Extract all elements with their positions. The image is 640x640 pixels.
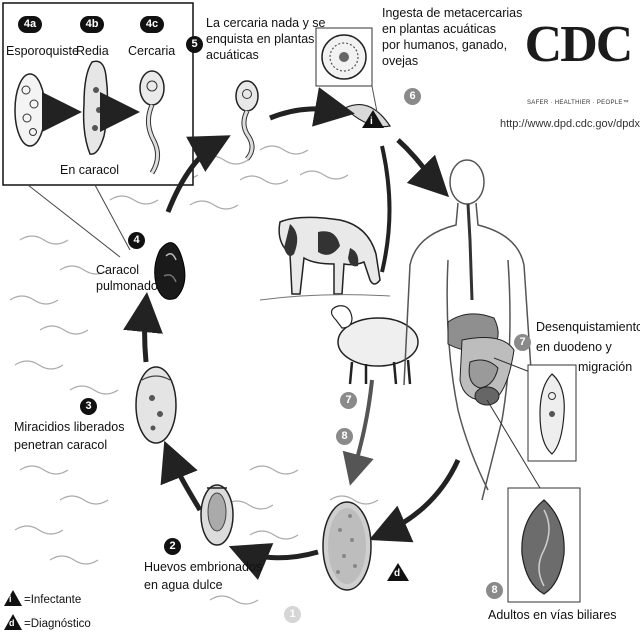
arrow-human-to-egg (368, 458, 461, 543)
step-7-human-marker: 7 (514, 334, 531, 351)
pointer-line (493, 357, 531, 373)
step-8-human-marker: 8 (486, 582, 503, 599)
step-4-marker: 4 (128, 232, 145, 249)
arrow-cercaria-to-plant (269, 87, 355, 127)
step-6-label-line1: Ingesta de metacercarias (382, 6, 523, 20)
step-6-label-line3: por humanos, ganado, (382, 38, 508, 52)
human-figure (403, 159, 533, 501)
step-6-marker: 6 (404, 88, 421, 105)
step-4a-marker: 4a (18, 16, 42, 33)
excysted-metacercaria-figure (527, 364, 577, 462)
sporocyst-figure (14, 73, 46, 147)
sheep-figure (330, 305, 419, 385)
embryonated-egg-figure (200, 484, 234, 546)
step-5-label-line2: enquista en plantas (206, 32, 315, 46)
step-7-animal-marker: 7 (340, 392, 357, 409)
sporocyst-label: Esporoquiste (6, 44, 79, 58)
step-7-label-line1: Desenquistamiento (536, 320, 640, 334)
step-3-label-line1: Miracidios liberados (14, 420, 125, 434)
redia-label: Redia (76, 44, 109, 58)
step-3-label-line2: penetran caracol (14, 438, 108, 452)
legend-diagnostic-symbol: d (9, 618, 15, 628)
legend-infective-label: =Infectante (24, 594, 82, 606)
step-8-animal-marker: 8 (336, 428, 353, 445)
step-8-label: Adultos en vías biliares (488, 608, 617, 622)
step-2-label-line2: en agua dulce (144, 578, 223, 592)
legend-diagnostic-label: =Diagnóstico (24, 618, 91, 630)
source-url: http://www.dpd.cdc.gov/dpdx (500, 118, 640, 130)
unembryonated-egg-figure (322, 501, 372, 591)
metacercaria-figure (315, 27, 373, 87)
arrow-embryonated-to-miracidium (160, 440, 203, 512)
cercaria-label: Cercaria (128, 44, 176, 58)
cdc-logo: CDC SAFER · HEALTHIER · PEOPLE™ (518, 12, 638, 110)
adult-fluke-figure (507, 487, 581, 603)
swimming-cercaria-figure (235, 80, 259, 161)
step-6-label-line2: en plantas acuáticas (382, 22, 496, 36)
snail-figure (154, 242, 186, 300)
arrow-miracidium-to-snail (123, 292, 163, 363)
inset-caption: En caracol (60, 163, 120, 177)
cdc-logo-text: CDC (524, 16, 634, 73)
infective-stage-marker (362, 110, 384, 128)
step-6-label-line4: ovejas (382, 54, 419, 68)
inset-pointer-line (94, 184, 131, 251)
inset-pointer-line (27, 184, 121, 258)
legend-infective-symbol: i (9, 594, 12, 604)
pointer-line (486, 399, 541, 489)
cattle-figure (259, 216, 391, 301)
digestive-organs-figure (447, 203, 515, 406)
step-5-label-line1: La cercaria nada y se (206, 16, 326, 30)
diagnostic-symbol: d (394, 568, 401, 579)
step-7-label-line3: migración (578, 360, 633, 374)
cercaria-figure (139, 70, 165, 175)
arrow-sheep-to-egg (342, 379, 374, 486)
legend-infective-triangle (4, 590, 22, 606)
step-2-label-line1: Huevos embrionados (144, 560, 263, 574)
step-4c-marker: 4c (140, 16, 164, 33)
arrow-plant-to-cattle (380, 145, 392, 273)
step-4-label-line2: pulmonado (96, 279, 158, 293)
step-3-marker: 3 (80, 398, 97, 415)
step-5-label-line3: acuáticas (206, 48, 259, 62)
cdc-logo-tagline: SAFER · HEALTHIER · PEOPLE™ (526, 100, 629, 106)
step-4b-marker: 4b (80, 16, 104, 33)
step-4-label-line1: Caracol (96, 263, 140, 277)
diagnostic-stage-marker (387, 563, 409, 581)
miracidium-figure (135, 366, 177, 444)
step-2-marker: 2 (164, 538, 181, 555)
step-7-label-line2: en duodeno y (536, 340, 612, 354)
step-5-marker: 5 (186, 36, 203, 53)
arrow-snail-to-cercaria (165, 135, 231, 213)
legend-diagnostic-triangle (4, 614, 22, 630)
step-1-marker: 1 (284, 606, 301, 623)
infective-symbol: i (370, 116, 373, 127)
arrow-plant-to-human (396, 138, 450, 198)
arrow-egg-to-embryonated (228, 543, 319, 580)
